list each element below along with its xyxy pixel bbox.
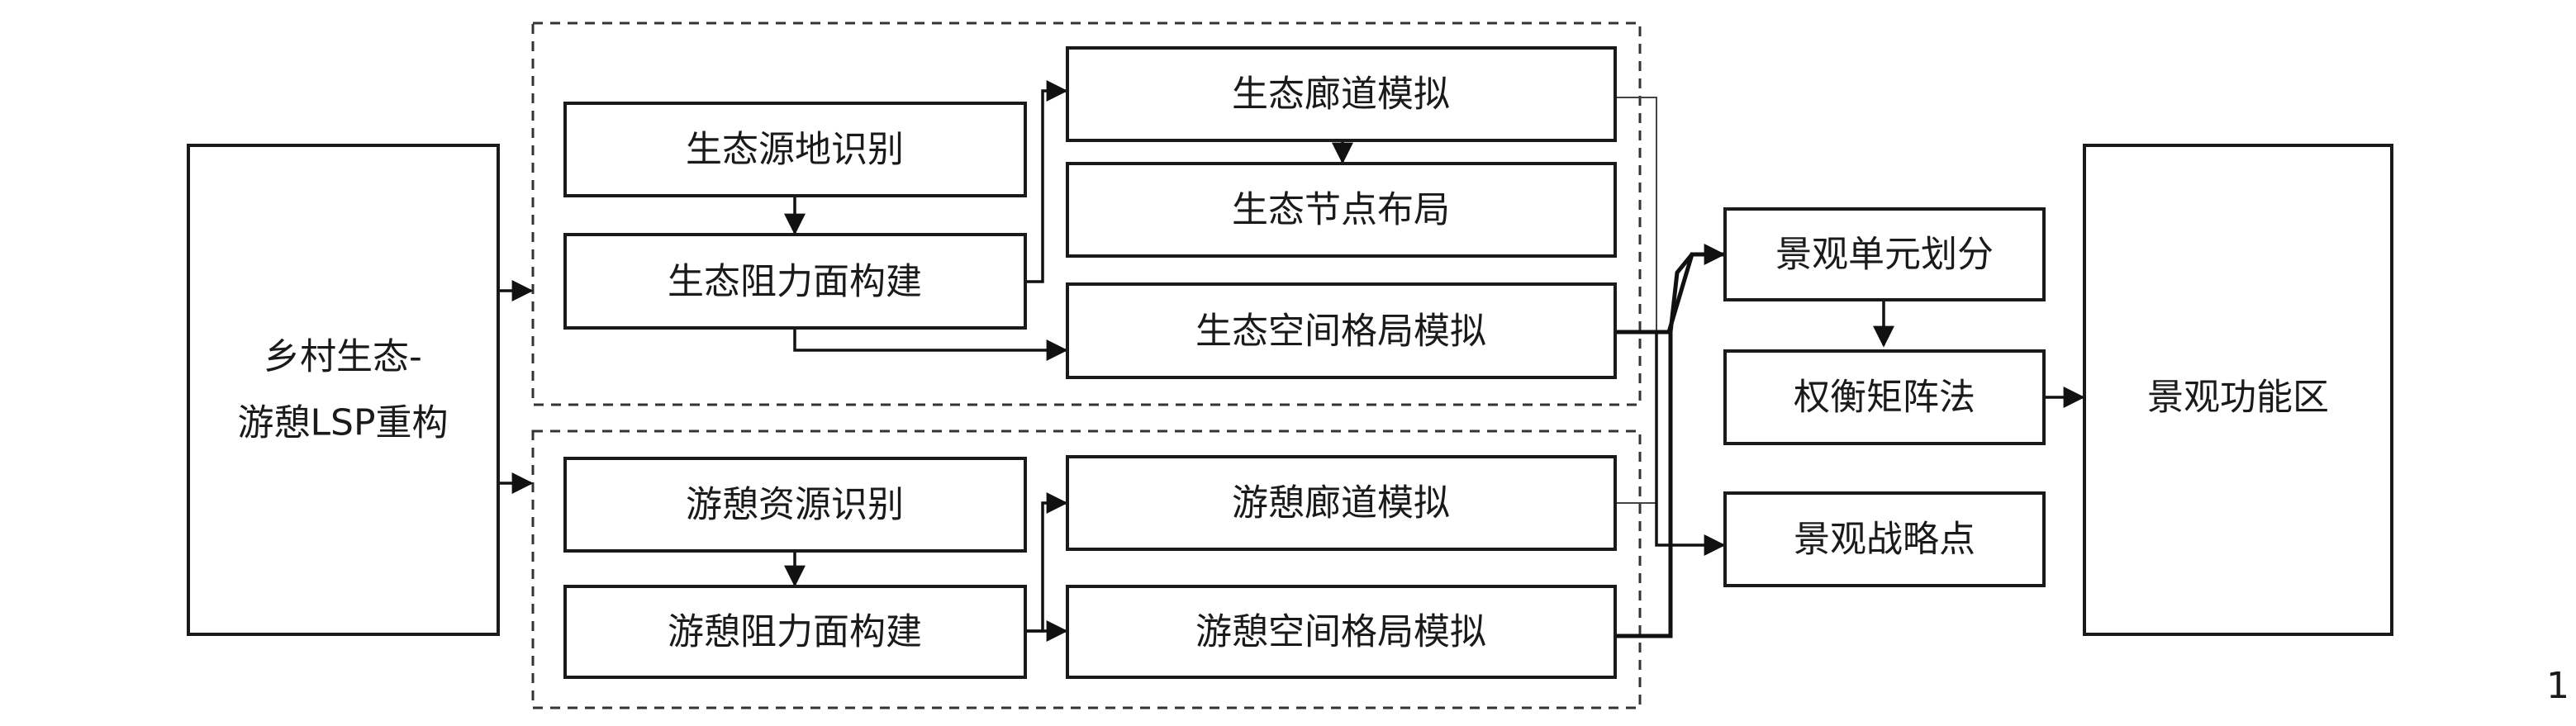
node-functional-zone: 景观功能区 bbox=[2083, 144, 2393, 636]
line-rec-pattern-to-unit bbox=[1615, 253, 1694, 638]
node-functional-zone-label: 景观功能区 bbox=[2147, 377, 2329, 419]
node-rec-pattern-label: 游憩空间格局模拟 bbox=[1195, 611, 1486, 653]
node-eco-corridor: 生态廊道模拟 bbox=[1066, 46, 1617, 142]
node-eco-resistance-label: 生态阻力面构建 bbox=[668, 261, 922, 303]
node-lsp-label-line1: 乡村生态- bbox=[264, 336, 422, 378]
node-eco-corridor-label: 生态廊道模拟 bbox=[1232, 74, 1450, 116]
node-strategic-point: 景观战略点 bbox=[1723, 491, 2046, 587]
node-eco-node-label: 生态节点布局 bbox=[1232, 189, 1450, 231]
node-eco-node: 生态节点布局 bbox=[1066, 162, 1617, 258]
line-eco-pattern-to-unit bbox=[1615, 244, 1726, 335]
node-rec-corridor-label: 游憩廊道模拟 bbox=[1232, 482, 1450, 524]
arrow-eco-resistance-to-corridor bbox=[1025, 80, 1068, 283]
node-eco-source: 生态源地识别 bbox=[563, 102, 1027, 197]
arrow-eco-resistance-to-pattern bbox=[793, 328, 1068, 361]
node-rec-resistance-label: 游憩阻力面构建 bbox=[668, 611, 922, 653]
arrow-to-strategy bbox=[1655, 330, 1726, 556]
node-eco-pattern: 生态空间格局模拟 bbox=[1066, 282, 1617, 379]
line-eco-corridor-out bbox=[1615, 97, 1657, 330]
node-tradeoff-matrix: 权衡矩阵法 bbox=[1723, 349, 2046, 445]
node-rec-source-label: 游憩资源识别 bbox=[686, 484, 904, 526]
node-tradeoff-matrix-label: 权衡矩阵法 bbox=[1794, 377, 1975, 419]
node-strategic-point-label: 景观战略点 bbox=[1794, 519, 1975, 561]
node-rec-corridor: 游憩廊道模拟 bbox=[1066, 455, 1617, 551]
node-landscape-unit: 景观单元划分 bbox=[1723, 207, 2046, 301]
node-lsp-reconstruction: 乡村生态- 游憩LSP重构 bbox=[187, 144, 500, 636]
node-eco-source-label: 生态源地识别 bbox=[686, 129, 904, 171]
node-rec-pattern: 游憩空间格局模拟 bbox=[1066, 585, 1617, 679]
arrow-rec-resistance-to-corridor bbox=[1025, 492, 1068, 633]
recreation-group-box bbox=[531, 429, 1642, 709]
node-landscape-unit-label: 景观单元划分 bbox=[1775, 234, 1994, 276]
connectors bbox=[498, 80, 2085, 642]
node-rec-source: 游憩资源识别 bbox=[563, 457, 1027, 553]
node-rec-resistance: 游憩阻力面构建 bbox=[563, 585, 1027, 679]
node-lsp-label-line2: 游憩LSP重构 bbox=[238, 402, 449, 444]
node-eco-pattern-label: 生态空间格局模拟 bbox=[1195, 311, 1486, 353]
node-eco-resistance: 生态阻力面构建 bbox=[563, 233, 1027, 330]
page-number: 1 bbox=[2546, 665, 2569, 707]
